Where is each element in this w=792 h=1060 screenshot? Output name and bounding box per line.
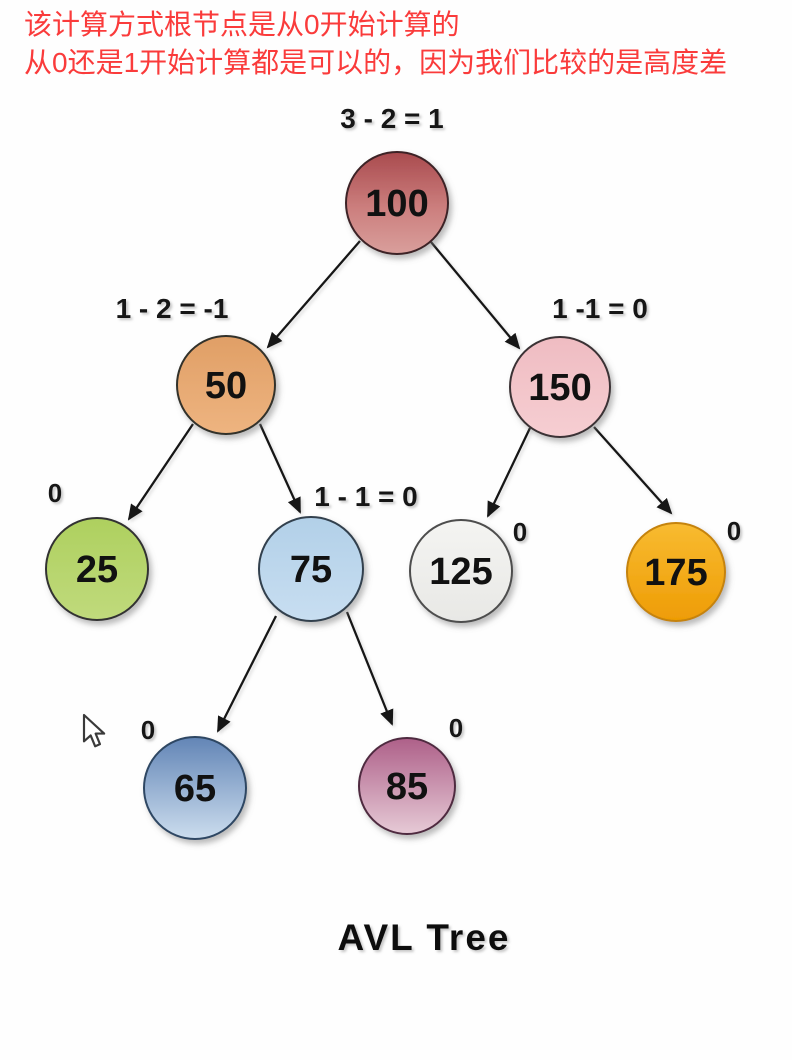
node-65: 65 (143, 736, 247, 840)
node-85-value: 85 (386, 766, 428, 808)
mouse-cursor-icon (82, 713, 106, 748)
edge-100-50 (266, 240, 361, 349)
edge-75-65 (216, 615, 278, 733)
balance-label-85: 0 (449, 713, 463, 743)
node-25: 25 (45, 517, 149, 621)
node-150: 150 (509, 336, 611, 438)
balance-label-50: 1 - 2 = -1 (116, 293, 229, 324)
node-65-value: 65 (174, 768, 216, 810)
node-125: 125 (409, 519, 513, 623)
annotation-line-1: 该计算方式根节点是从0开始计算的 (24, 9, 460, 40)
edge-75-85 (345, 611, 394, 726)
node-50-value: 50 (205, 365, 247, 407)
edge-100-150 (430, 241, 521, 350)
node-100: 100 (345, 151, 449, 255)
node-85: 85 (358, 737, 456, 835)
balance-label-65: 0 (141, 715, 155, 745)
node-75: 75 (258, 516, 364, 622)
diagram-caption: AVL Tree (338, 917, 511, 958)
node-75-value: 75 (290, 549, 332, 591)
node-125-value: 125 (429, 551, 492, 593)
edge-50-75 (258, 423, 302, 514)
node-50: 50 (176, 335, 276, 435)
balance-label-125: 0 (513, 517, 527, 547)
red-annotation-text: 该计算方式根节点是从0开始计算的 从0还是1开始计算都是可以的，因为我们比较的是… (24, 6, 727, 82)
node-175: 175 (626, 522, 726, 622)
node-25-value: 25 (76, 549, 118, 591)
balance-label-75: 1 - 1 = 0 (314, 481, 418, 512)
balance-label-25: 0 (48, 478, 62, 508)
balance-label-175: 0 (727, 516, 741, 546)
edge-150-125 (486, 427, 532, 518)
edge-150-175 (593, 426, 673, 515)
node-150-value: 150 (528, 367, 591, 409)
edge-50-25 (127, 423, 194, 521)
node-175-value: 175 (644, 552, 707, 594)
annotation-line-2: 从0还是1开始计算都是可以的，因为我们比较的是高度差 (24, 47, 728, 78)
balance-label-100: 3 - 2 = 1 (340, 103, 444, 134)
node-100-value: 100 (365, 183, 428, 225)
balance-label-150: 1 -1 = 0 (552, 293, 648, 324)
